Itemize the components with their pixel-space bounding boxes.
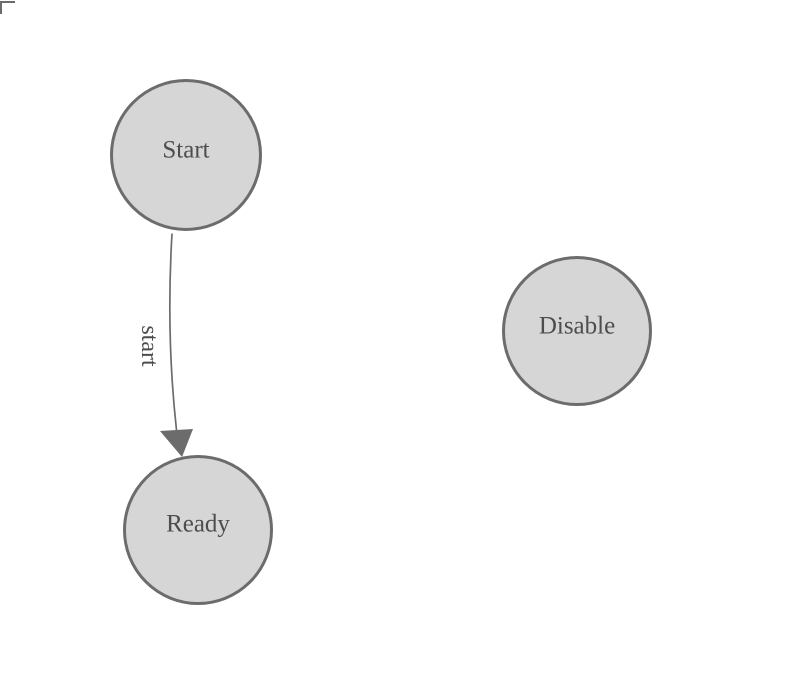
state-circle-start[interactable] <box>110 79 262 231</box>
state-label-disable: Disable <box>539 313 615 340</box>
state-label-ready: Ready <box>166 511 230 538</box>
transition-start-to-ready[interactable]: start <box>136 233 193 458</box>
state-label-start: Start <box>162 137 209 164</box>
transition-edge-line[interactable] <box>168 233 178 431</box>
state-node-ready[interactable]: Ready <box>123 455 273 605</box>
canvas-corner-mark <box>0 1 15 14</box>
transition-arrowhead-icon <box>160 429 193 457</box>
state-node-start[interactable]: Start <box>110 79 262 231</box>
state-node-disable[interactable]: Disable <box>502 256 652 406</box>
state-circle-ready[interactable] <box>123 455 273 605</box>
state-circle-disable[interactable] <box>502 256 652 406</box>
transition-label: start <box>136 325 162 367</box>
